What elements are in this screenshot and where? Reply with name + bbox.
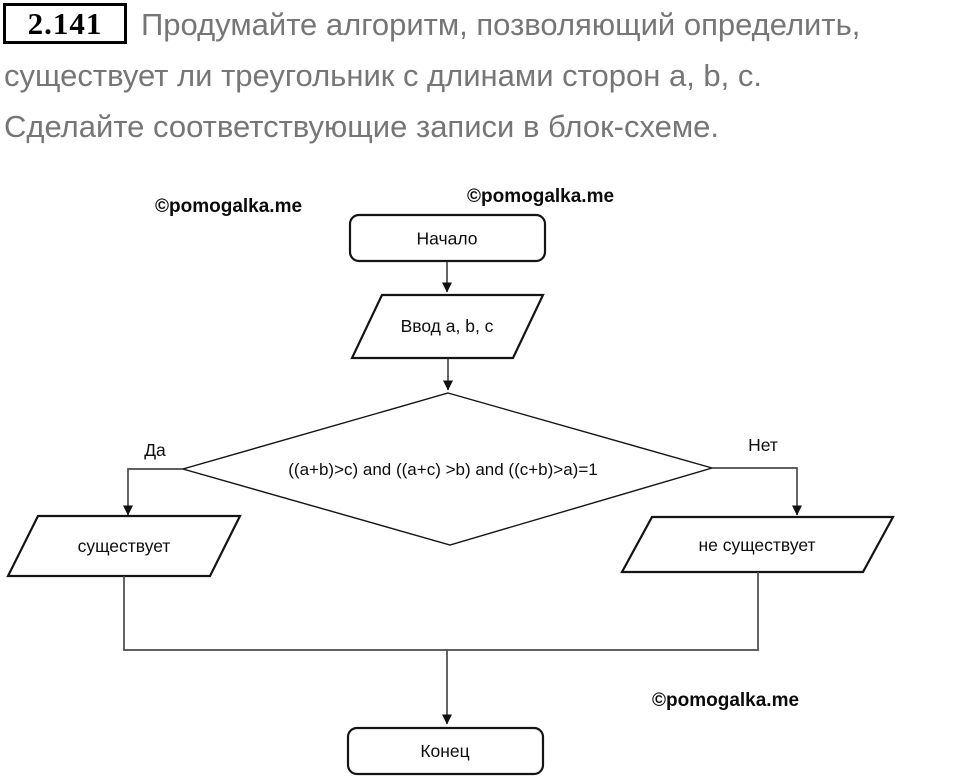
problem-number-box: 2.141	[3, 3, 127, 44]
flowchart-end-label: Конец	[420, 741, 469, 761]
branch-yes-label: Да	[144, 440, 166, 460]
flowchart-result-no-node	[620, 515, 895, 574]
branch-no-label: Нет	[748, 435, 778, 455]
no-merge-line	[447, 572, 759, 651]
problem-number: 2.141	[27, 5, 103, 41]
flowchart-result-no-label: не существует	[698, 535, 815, 555]
flowchart-input-label: Ввод a, b, c	[401, 316, 494, 336]
flowchart-start-label: Начало	[417, 229, 478, 249]
condition-to-yes-arrow	[123, 468, 183, 516]
problem-text-line-2: существует ли треугольник с длинами стор…	[4, 58, 763, 93]
condition-to-no-arrow	[712, 467, 802, 516]
flowchart-condition-node	[180, 392, 715, 546]
flowchart-result-yes-node	[6, 514, 242, 578]
flowchart-result-yes-label: существует	[78, 536, 171, 556]
flowchart-end-node	[346, 726, 545, 776]
flowchart-start-node	[348, 213, 547, 263]
flowchart-input-node	[350, 293, 545, 360]
flowchart-condition-label: ((a+b)>c) and ((a+c) >b) and ((c+b)>a)=1	[288, 460, 597, 479]
problem-text-line-1: Продумайте алгоритм, позволяющий определ…	[141, 7, 861, 42]
yes-merge-line	[123, 576, 447, 651]
watermark: ©pomogalka.me	[155, 196, 303, 217]
watermark: ©pomogalka.me	[467, 186, 615, 207]
problem-text-line-3: Сделайте соответствующие записи в блок-с…	[4, 109, 720, 144]
watermark: ©pomogalka.me	[652, 690, 800, 711]
